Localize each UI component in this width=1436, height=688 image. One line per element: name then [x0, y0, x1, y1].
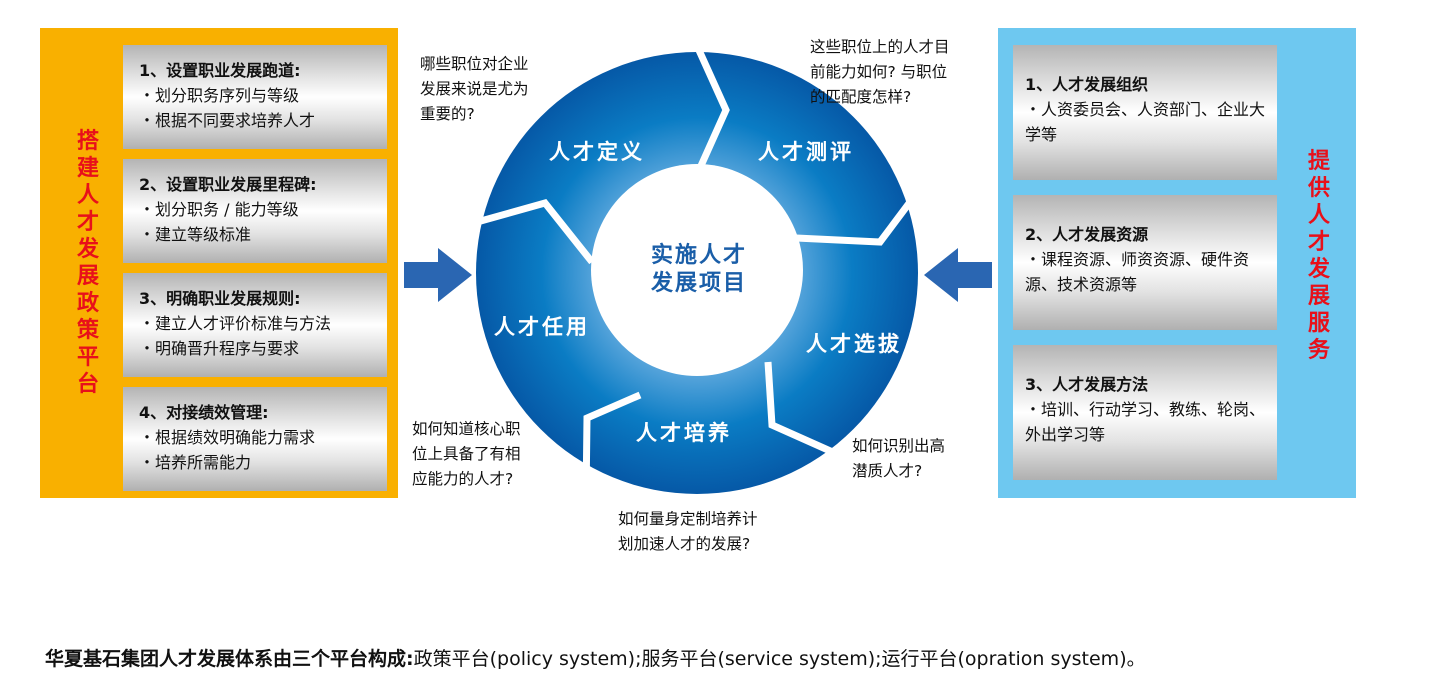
item-line: ・培养所需能力 [139, 453, 252, 472]
separator-5 [469, 199, 595, 265]
service-platform-title: 提供人才发展服务 [1307, 149, 1330, 363]
item-line: ・划分职务 / 能力等级 [139, 200, 299, 219]
segment-assessment: 人才测评 [758, 140, 854, 164]
separator-3 [764, 361, 848, 462]
item-line: ・人资委员会、人资部门、企业大学等 [1025, 100, 1266, 144]
item-line: ・培训、行动学习、教练、轮岗、外出学习等 [1025, 400, 1266, 444]
separator-1 [694, 46, 730, 170]
caption-bold: 华夏基石集团人才发展体系由三个平台构成: [45, 648, 414, 670]
left-item-3: 3、明确职业发展规则: ・建立人才评价标准与方法・明确晋升程序与要求 [123, 273, 387, 377]
right-item-3: 3、人才发展方法・培训、行动学习、教练、轮岗、外出学习等 [1013, 345, 1277, 480]
item-title: 1、设置职业发展跑道: [139, 61, 301, 80]
center-line-2: 发展项目 [650, 271, 748, 296]
segment-definition: 人才定义 [549, 140, 645, 164]
item-line: ・建立人才评价标准与方法 [139, 314, 332, 333]
item-line: ・根据不同要求培养人才 [139, 111, 316, 130]
segment-training: 人才培养 [636, 421, 732, 445]
item-title: 1、人才发展组织 [1025, 75, 1149, 94]
left-item-4: 4、对接绩效管理: ・根据绩效明确能力需求・培养所需能力 [123, 387, 387, 491]
item-title: 4、对接绩效管理: [139, 403, 269, 422]
cycle-center-label: 实施人才 发展项目 [651, 242, 747, 298]
question-training: 如何量身定制培养计 划加速人才的发展? [618, 510, 758, 553]
caption: 华夏基石集团人才发展体系由三个平台构成:政策平台(policy system);… [45, 644, 1146, 671]
item-line: ・课程资源、师资资源、硬件资源、技术资源等 [1025, 250, 1250, 294]
item-line: ・根据绩效明确能力需求 [139, 428, 316, 447]
question-assessment: 这些职位上的人才目 前能力如何? 与职位 的匹配度怎样? [810, 38, 950, 106]
question-selection: 如何识别出高 潜质人才? [852, 437, 946, 480]
segment-appointment: 人才任用 [494, 315, 590, 339]
caption-rest: 政策平台(policy system);服务平台(service system)… [413, 648, 1146, 670]
right-arrow-icon [924, 248, 992, 302]
right-item-2: 2、人才发展资源・课程资源、师资资源、硬件资源、技术资源等 [1013, 195, 1277, 330]
question-definition: 哪些职位对企业 发展来说是尤为 重要的? [420, 55, 529, 123]
separator-4 [582, 391, 642, 501]
left-arrow-icon [404, 248, 472, 302]
item-title: 2、设置职业发展里程碑: [139, 175, 317, 194]
left-item-1: 1、设置职业发展跑道: ・划分职务序列与等级・根据不同要求培养人才 [123, 45, 387, 149]
item-line: ・划分职务序列与等级 [139, 86, 300, 105]
item-title: 3、人才发展方法 [1025, 375, 1149, 394]
item-title: 3、明确职业发展规则: [139, 289, 301, 308]
left-item-2: 2、设置职业发展里程碑: ・划分职务 / 能力等级・建立等级标准 [123, 159, 387, 263]
item-line: ・明确晋升程序与要求 [139, 339, 300, 358]
policy-platform-title: 搭建人才发展政策平台 [76, 129, 99, 397]
right-item-1: 1、人才发展组织・人资委员会、人资部门、企业大学等 [1013, 45, 1277, 180]
question-appointment: 如何知道核心职 位上具备了有相 应能力的人才? [412, 420, 521, 488]
center-line-1: 实施人才 [650, 243, 748, 268]
item-title: 2、人才发展资源 [1025, 225, 1149, 244]
item-line: ・建立等级标准 [139, 225, 252, 244]
segment-selection: 人才选拔 [806, 332, 902, 356]
separator-2 [795, 183, 925, 246]
cycle-center [591, 164, 803, 376]
